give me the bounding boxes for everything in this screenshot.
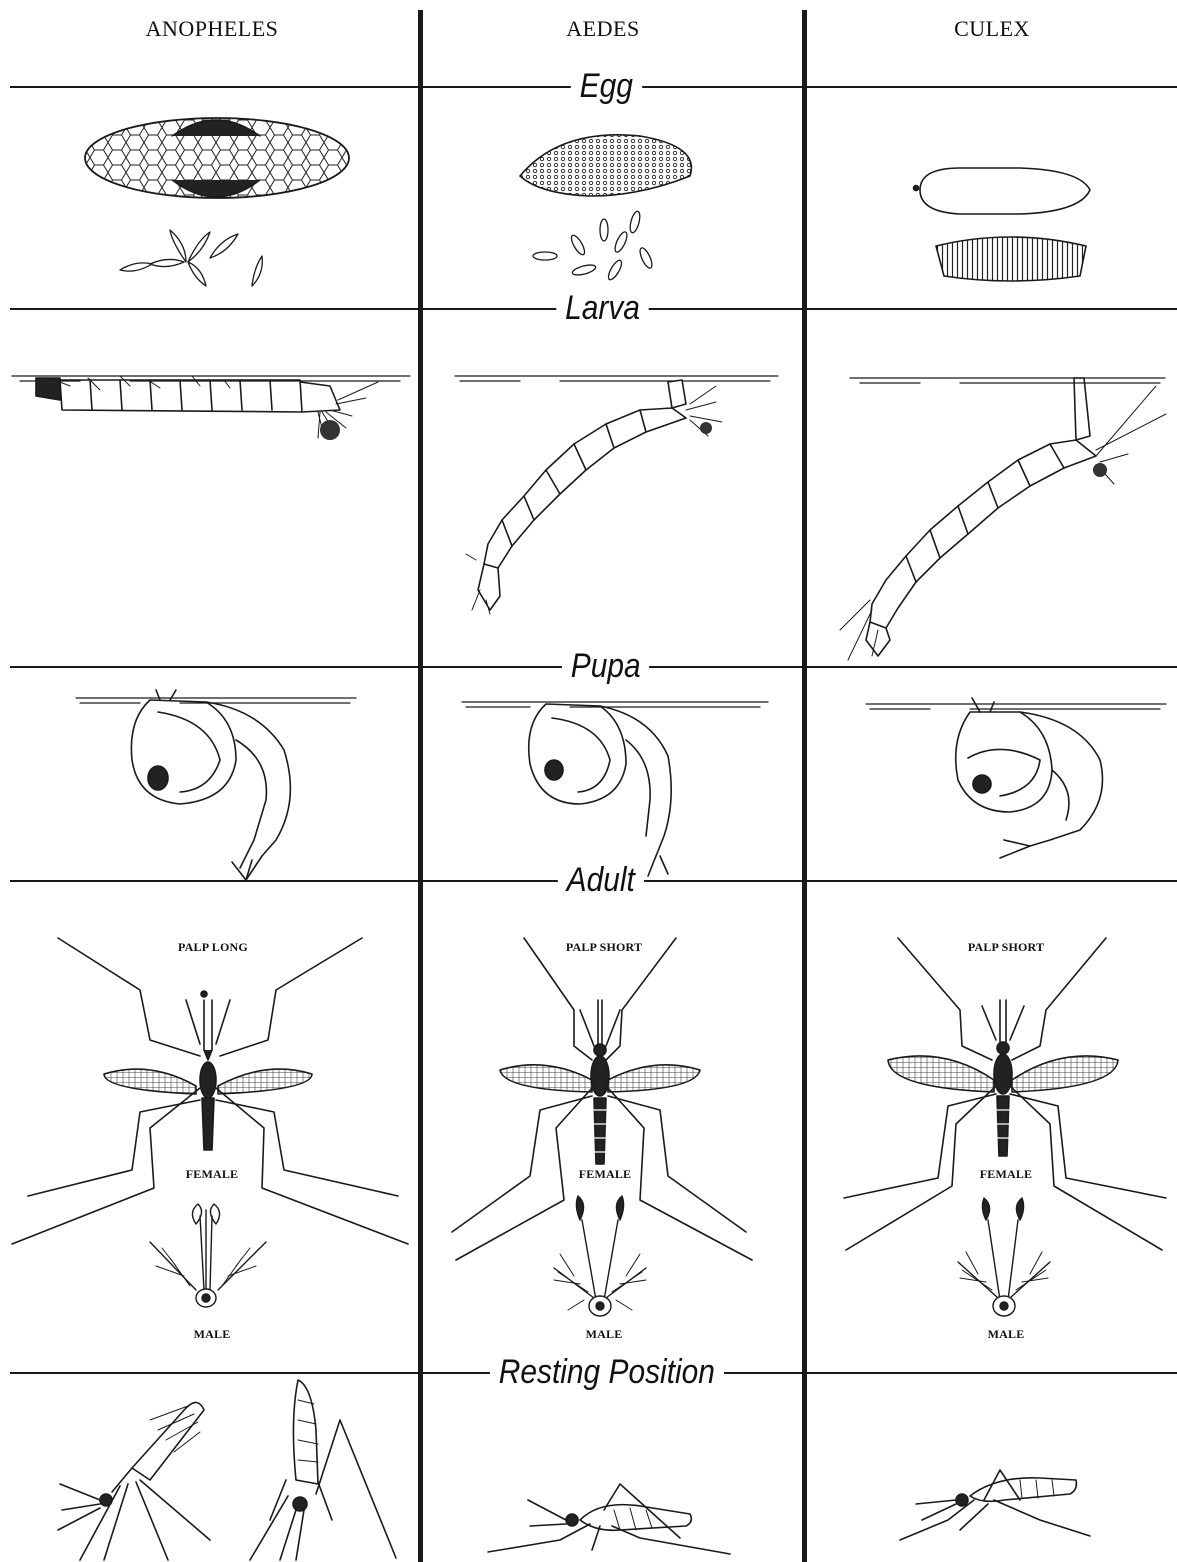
anopheles-egg-drawing	[85, 118, 349, 286]
culex-larva-drawing	[840, 378, 1166, 660]
anopheles-larva-drawing	[36, 376, 378, 440]
culex-adult-female-drawing	[844, 938, 1166, 1250]
anopheles-resting-drawing-front	[250, 1380, 396, 1560]
aedes-palp-label: PALP SHORT	[504, 940, 704, 955]
culex-adult-male-drawing	[958, 1198, 1050, 1316]
aedes-female-label: FEMALE	[505, 1167, 705, 1182]
aedes-adult-male-drawing	[554, 1196, 646, 1316]
culex-pupa-drawing	[956, 698, 1103, 858]
anopheles-resting-drawing-side	[58, 1402, 210, 1560]
culex-female-label: FEMALE	[906, 1167, 1106, 1182]
aedes-larva-drawing	[466, 380, 722, 614]
anopheles-adult-male-drawing	[150, 1204, 266, 1307]
anopheles-adult-female-drawing	[12, 938, 408, 1244]
anopheles-male-label: MALE	[112, 1327, 312, 1342]
aedes-pupa-drawing	[529, 704, 671, 876]
culex-palp-label: PALP SHORT	[906, 940, 1106, 955]
aedes-male-label: MALE	[504, 1327, 704, 1342]
anopheles-pupa-drawing	[131, 690, 290, 880]
anopheles-female-label: FEMALE	[112, 1167, 312, 1182]
culex-resting-drawing	[900, 1470, 1090, 1540]
aedes-resting-drawing	[488, 1484, 730, 1554]
culex-male-label: MALE	[906, 1327, 1106, 1342]
aedes-egg-drawing	[520, 135, 691, 282]
anopheles-palp-label: PALP LONG	[113, 940, 313, 955]
aedes-adult-female-drawing	[452, 938, 752, 1260]
culex-egg-drawing	[914, 168, 1091, 281]
